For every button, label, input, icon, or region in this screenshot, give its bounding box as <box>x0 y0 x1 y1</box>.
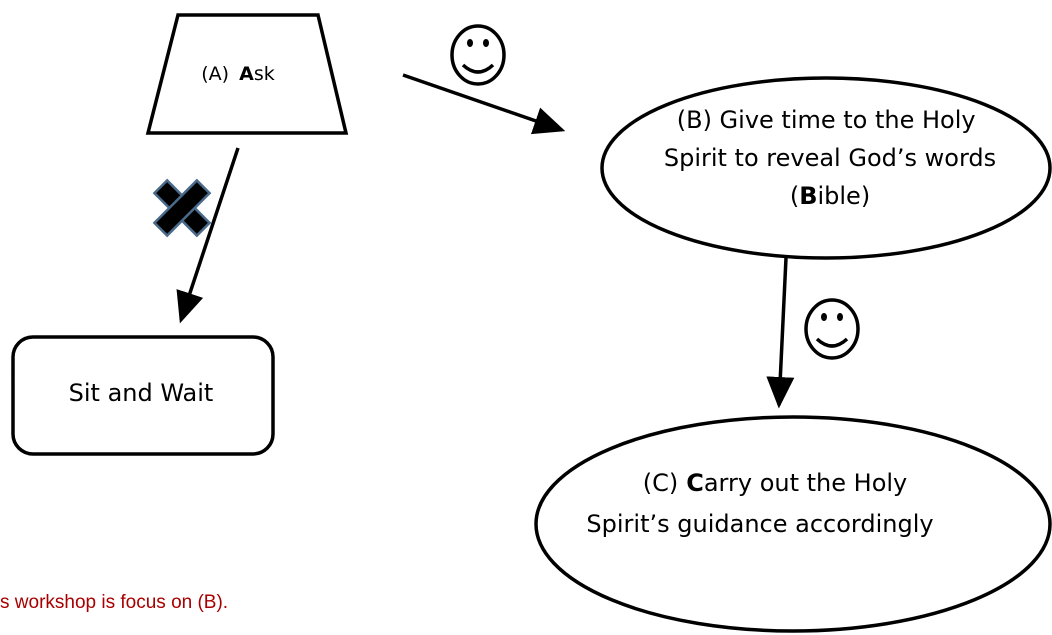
smiley-face-icon <box>804 298 860 360</box>
svg-text:(A)Ask: (A) Ask <box>201 63 274 85</box>
svg-text:(Bible): (Bible) <box>790 182 870 210</box>
node-give-time-line1: (B) Give time to the Holy <box>677 106 976 134</box>
node-ask: (A) Ask <box>145 13 349 135</box>
arrow-ask-to-give-time <box>402 73 566 135</box>
node-ask-prefix: (A) <box>201 63 229 85</box>
svg-text:(C)Carry out the Holy: (C) Carry out the Holy <box>643 469 908 497</box>
node-give-time-line3-bold: B <box>799 182 817 210</box>
node-give-time-line2: Spirit to reveal God’s words <box>664 144 996 172</box>
arrow-ask-to-sit-wait <box>176 147 240 324</box>
node-give-time-line3-rest: ible) <box>817 182 870 210</box>
node-carry-out-line2: Spirit’s guidance accordingly <box>586 510 933 538</box>
node-sit-wait-label: Sit and Wait <box>69 379 214 407</box>
node-ask-rest: sk <box>254 63 275 85</box>
node-give-time: (B) Give time to the Holy Spirit to reve… <box>600 76 1052 260</box>
node-ask-bold: A <box>239 63 254 85</box>
node-carry-out-prefix: (C) <box>643 469 678 497</box>
smiley-face-icon <box>450 24 506 86</box>
node-carry-out-bold: C <box>686 469 704 497</box>
arrow-give-time-to-carry-out <box>766 257 795 409</box>
node-sit-wait: Sit and Wait <box>11 335 275 456</box>
svg-text:(B) Give time to the Holy: (B) Give time to the Holy Spirit to reve… <box>664 106 996 172</box>
x-cross-icon <box>152 178 212 238</box>
node-carry-out: (C) Carry out the Holy Spirit’s guidance … <box>534 415 1052 633</box>
node-carry-out-rest: arry out the Holy <box>704 469 907 497</box>
footnote-text: s workshop is focus on (B). <box>0 592 229 613</box>
node-give-time-line3-open: ( <box>790 182 799 210</box>
